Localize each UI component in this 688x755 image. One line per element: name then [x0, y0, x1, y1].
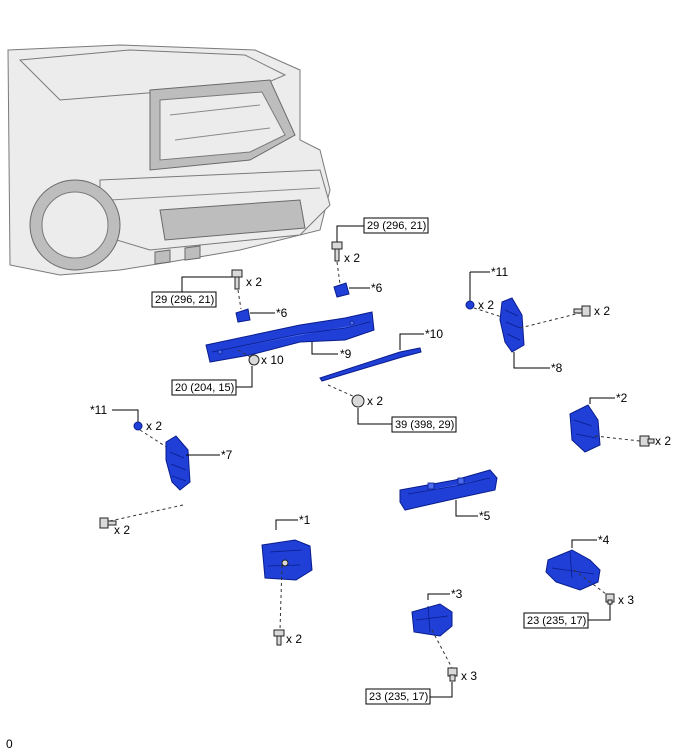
torque-box-rail — [171, 379, 237, 396]
qty-bolt-p2: x 2 — [655, 434, 671, 448]
torque-box-p3 — [365, 688, 431, 705]
qty-clip-right: x 2 — [478, 298, 494, 312]
qty-bolt-p1: x 2 — [286, 632, 302, 646]
retainer-bracket-p7: *11 x 2 *7 x 2 — [90, 403, 233, 537]
label-p2: *2 — [616, 391, 628, 405]
torque-box-p4 — [523, 612, 589, 629]
qty-rail-nut: x 10 — [261, 353, 284, 367]
label-p11-right: *11 — [491, 265, 508, 279]
torque-top: 29 (296, 21) — [367, 220, 426, 232]
bolt-icon — [639, 435, 655, 447]
upper-left-bolt-group: 29 (296, 21) x 2 *6 — [151, 269, 288, 323]
qty-bolt-p3: x 3 — [461, 669, 477, 683]
torque-box-left — [151, 291, 217, 308]
bolt-icon — [273, 629, 285, 646]
qty-center-nut: x 2 — [367, 394, 383, 408]
torque-p3: 23 (235, 17) — [369, 691, 428, 703]
energy-absorber-p5: *5 — [399, 469, 498, 523]
bracket-p4: *4 x 3 23 (235, 17) — [523, 533, 634, 629]
rod-p10: *10 x 2 39 (398, 29) — [319, 327, 457, 433]
clip-p6-lower — [235, 308, 251, 323]
label-p3: *3 — [451, 587, 463, 601]
label-p5: *5 — [479, 509, 491, 523]
clip-p6-upper — [333, 282, 350, 298]
bracket-p1: *1 x 2 — [261, 513, 313, 646]
vehicle-rear-illustration — [7, 44, 331, 276]
bracket-p2: *2 x 2 — [569, 391, 671, 453]
label-p7: *7 — [221, 448, 233, 462]
bolt-icon — [99, 517, 117, 529]
bolt-icon — [447, 667, 458, 682]
qty-left-bolt: x 2 — [246, 275, 262, 289]
label-p6-upper: *6 — [371, 281, 383, 295]
torque-center: 39 (398, 29) — [395, 419, 454, 431]
bumper-reinforcement-p9: *9 — [205, 311, 375, 363]
qty-bolt-p7: x 2 — [114, 523, 130, 537]
nut-icon — [248, 354, 260, 366]
clip-p11-left — [133, 421, 143, 431]
bolt-icon — [605, 593, 615, 605]
upper-center-bolt-group: 29 (296, 21) x 2 *6 — [331, 217, 429, 298]
label-p6-lower: *6 — [276, 306, 288, 320]
torque-p4: 23 (235, 17) — [527, 615, 586, 627]
bolt-icon — [573, 305, 591, 317]
clip-p11-right — [465, 300, 475, 310]
diagram-code: 0 — [6, 737, 13, 751]
label-p1: *1 — [299, 513, 311, 527]
qty-top-bolt: x 2 — [344, 251, 360, 265]
retainer-bracket-p8: *11 x 2 x 2 *8 — [465, 265, 610, 375]
label-p4: *4 — [598, 533, 610, 547]
nut-icon — [351, 394, 365, 408]
label-p8: *8 — [551, 361, 563, 375]
bolt-icon — [231, 269, 243, 290]
bracket-p3: *3 x 3 23 (235, 17) — [365, 587, 477, 705]
torque-box-center — [391, 416, 457, 433]
label-p10: *10 — [425, 327, 443, 341]
label-p9: *9 — [340, 347, 352, 361]
torque-left: 29 (296, 21) — [155, 294, 214, 306]
qty-bolt-p4: x 3 — [618, 593, 634, 607]
bolt-icon — [331, 241, 343, 262]
label-p11-left: *11 — [90, 403, 107, 417]
rail-nut-group: x 10 20 (204, 15) — [171, 349, 284, 396]
torque-rail: 20 (204, 15) — [175, 382, 234, 394]
qty-bolt-right: x 2 — [594, 304, 610, 318]
qty-clip-left: x 2 — [146, 419, 162, 433]
